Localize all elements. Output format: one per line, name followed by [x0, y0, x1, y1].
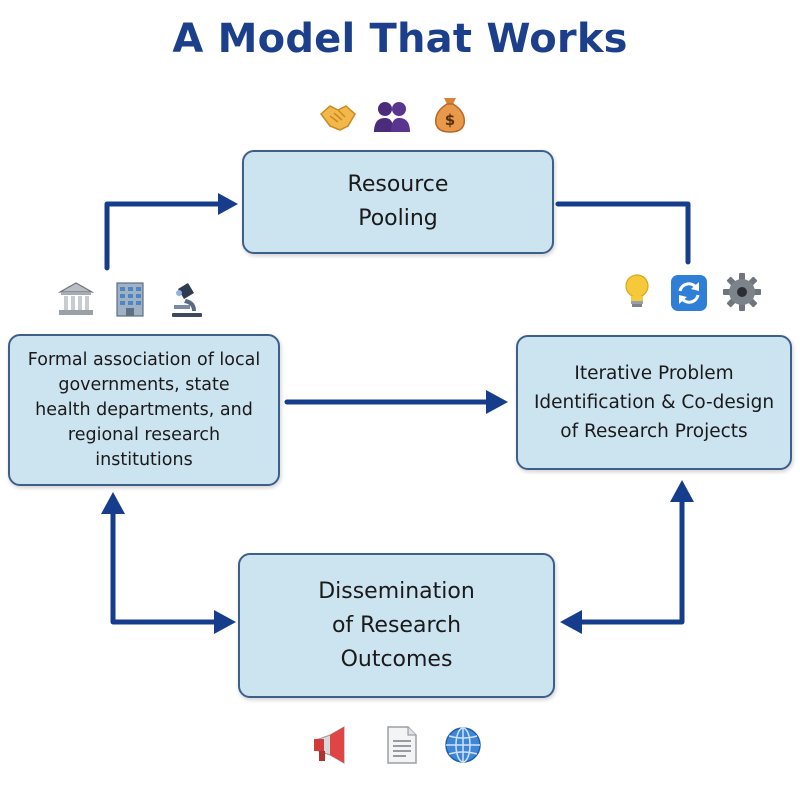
handshake-icon [318, 96, 358, 136]
arrow-resource-to-iterative [555, 201, 691, 265]
lightbulb-icon [617, 271, 657, 311]
refresh-cycle-icon [669, 273, 709, 313]
dissemination-label: Dissemination of Research Outcomes [318, 578, 475, 672]
arrowhead-formal-up [101, 492, 125, 514]
gear-icon [722, 272, 762, 312]
office-building-icon [110, 279, 150, 319]
megaphone-icon [310, 725, 350, 765]
money-bag-icon: $ [430, 94, 470, 134]
document-icon [382, 725, 422, 765]
arrowhead-dissemination-right [560, 610, 582, 634]
arrowhead-iterative-up [670, 480, 694, 502]
people-icon [372, 96, 412, 136]
iterative-codesign-box: Iterative Problem Identification & Co-de… [516, 335, 792, 470]
microscope-icon [166, 279, 206, 319]
government-building-icon [56, 279, 96, 319]
diagram-title: A Model That Works [172, 16, 628, 62]
arrowhead-iterative [486, 390, 508, 414]
arrow-formal-dissemination [110, 509, 221, 625]
arrow-formal-to-resource [104, 201, 231, 271]
formal-association-box: Formal association of local governments,… [8, 334, 280, 486]
svg-text:$: $ [445, 111, 455, 129]
iterative-codesign-label: Iterative Problem Identification & Co-de… [533, 363, 775, 442]
formal-association-label: Formal association of local governments,… [27, 349, 261, 470]
dissemination-box: Dissemination of Research Outcomes [238, 553, 555, 698]
arrowhead-resource [218, 193, 238, 215]
resource-pooling-box: Resource Pooling [242, 150, 554, 254]
resource-pooling-label: Resource Pooling [347, 172, 449, 231]
globe-icon [443, 725, 483, 765]
arrow-iterative-dissemination [575, 497, 685, 625]
arrowhead-dissemination-left [214, 610, 236, 634]
